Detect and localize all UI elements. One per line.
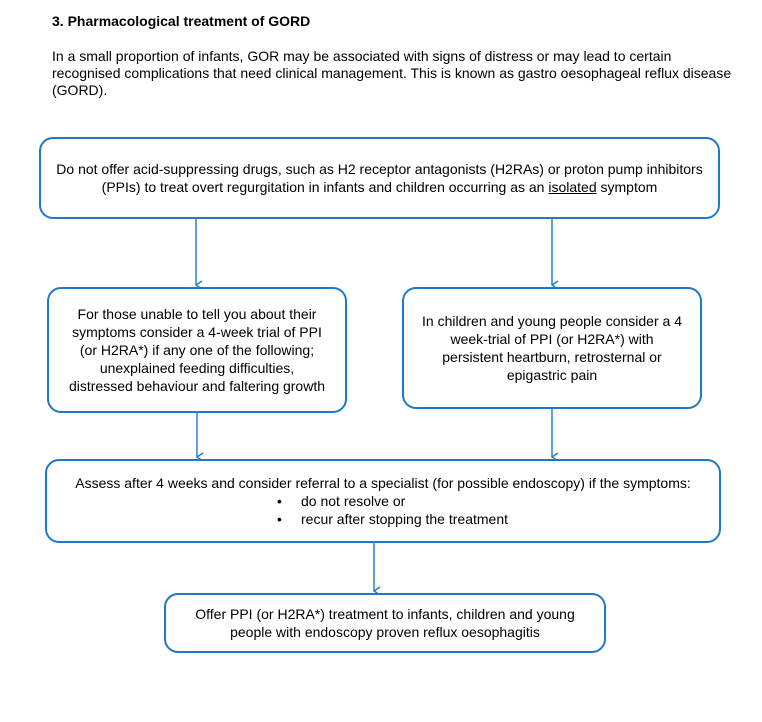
box-do-not-offer-text-after: symptom xyxy=(596,179,658,195)
box-unable-to-tell: For those unable to tell you about their… xyxy=(47,287,347,413)
assess-bullet-item: • recur after stopping the treatment xyxy=(275,510,508,528)
bullet-dot-icon: • xyxy=(277,493,282,509)
box-unable-to-tell-text: For those unable to tell you about their… xyxy=(68,306,326,394)
box-offer-ppi: Offer PPI (or H2RA*) treatment to infant… xyxy=(164,593,606,653)
assess-bullet-item: • do not resolve or xyxy=(275,492,508,510)
box-do-not-offer-text-before: Do not offer acid-suppressing drugs, suc… xyxy=(56,161,703,195)
box-offer-ppi-text: Offer PPI (or H2RA*) treatment to infant… xyxy=(195,606,575,640)
box-assess-text: Assess after 4 weeks and consider referr… xyxy=(75,475,691,491)
assess-bullet-text: do not resolve or xyxy=(301,493,406,509)
box-do-not-offer: Do not offer acid-suppressing drugs, suc… xyxy=(39,137,720,219)
box-assess: Assess after 4 weeks and consider referr… xyxy=(45,459,721,543)
assess-bullet-list: • do not resolve or • recur after stopping… xyxy=(275,492,508,528)
box-children-young-people-text: In children and young people consider a … xyxy=(422,313,682,383)
assess-bullet-text: recur after stopping the treatment xyxy=(301,511,508,527)
box-do-not-offer-text: Do not offer acid-suppressing drugs, suc… xyxy=(55,160,704,196)
section-heading: 3. Pharmacological treatment of GORD xyxy=(52,13,311,29)
bullet-dot-icon: • xyxy=(277,511,282,527)
intro-paragraph: In a small proportion of infants, GOR ma… xyxy=(52,48,732,98)
box-do-not-offer-underlined: isolated xyxy=(548,179,597,195)
box-children-young-people: In children and young people consider a … xyxy=(402,287,702,409)
